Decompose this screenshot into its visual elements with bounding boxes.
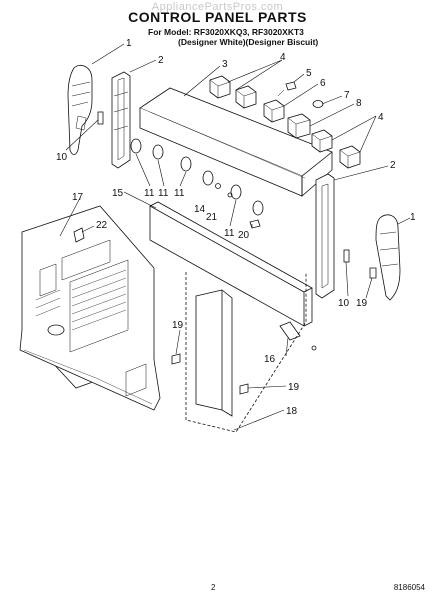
leader-lines [59, 43, 411, 431]
part-16-screw [311, 345, 317, 351]
part-21-spring [227, 192, 233, 198]
part-5-indicator-light [277, 81, 297, 97]
part-22-clip [73, 227, 85, 243]
callout-5: 5 [306, 68, 312, 79]
callout-16: 16 [264, 354, 276, 365]
callout-7: 7 [344, 90, 350, 101]
model-line: For Model: RF3020XKQ3, RF3020XKT3 [148, 27, 304, 37]
callout-11-a: 11 [144, 188, 155, 199]
part-11-knobs [130, 138, 264, 216]
callout-4-upper: 4 [280, 52, 286, 63]
callout-15: 15 [112, 188, 124, 199]
callout-18: 18 [286, 406, 298, 417]
part-4-switch-upper-2 [235, 85, 257, 109]
callout-17: 17 [72, 192, 84, 203]
document-number: 8186054 [393, 583, 425, 592]
diagram-title: CONTROL PANEL PARTS [128, 9, 307, 25]
variant-line: (Designer White)(Designer Biscuit) [178, 37, 319, 47]
part-8-switch [287, 113, 311, 139]
callout-2-right: 2 [390, 160, 396, 171]
callout-19-right: 19 [356, 298, 368, 309]
callout-14: 14 [194, 204, 206, 215]
callout-11-c: 11 [174, 188, 185, 199]
part-4-switch-upper-1 [209, 75, 231, 99]
part-2-side-bracket-right [315, 173, 335, 299]
callout-6: 6 [320, 78, 326, 89]
callout-11-d: 11 [224, 228, 235, 239]
part-2-side-bracket-left [111, 71, 131, 169]
part-15-overlay-panel [149, 201, 313, 327]
part-18-channel [185, 272, 307, 433]
part-19-screw-left [171, 353, 181, 365]
callout-19-mid: 19 [288, 382, 300, 393]
callout-10-left: 10 [56, 152, 68, 163]
part-19-screw-mid [239, 383, 249, 395]
callout-2-left: 2 [158, 55, 164, 66]
callout-21: 21 [206, 212, 218, 223]
part-20-screw [249, 219, 261, 229]
callout-labels: 1 2 3 4 5 6 7 8 4 10 11 11 11 11 14 21 2… [56, 38, 416, 417]
part-19-screw-right [369, 267, 377, 279]
callout-3: 3 [222, 59, 228, 70]
page-number: 2 [211, 583, 216, 592]
callout-1-top: 1 [126, 38, 132, 49]
part-1-end-cap-left [67, 64, 93, 155]
callout-11-b: 11 [158, 188, 169, 199]
part-4-switch-lower-2 [339, 145, 361, 169]
part-4-switch-lower-1 [311, 129, 333, 153]
part-10-clip-left [97, 111, 104, 125]
part-10-clip-right [343, 249, 350, 263]
callout-4-lower: 4 [378, 112, 384, 123]
part-14-clip [215, 183, 221, 189]
callout-8: 8 [356, 98, 362, 109]
part-3-control-panel [139, 87, 333, 197]
part-17-rear-panel [19, 205, 161, 411]
model-info: For Model: RF3020XKQ3, RF3020XKT3 (Desig… [148, 27, 318, 47]
callout-10-right: 10 [338, 298, 350, 309]
callout-1-right: 1 [410, 212, 416, 223]
part-1-end-cap-right [375, 214, 401, 301]
callout-22: 22 [96, 220, 108, 231]
callout-20: 20 [238, 230, 250, 241]
part-16-bracket [279, 321, 301, 341]
part-6-infinite-switch [263, 99, 285, 123]
part-7-ring [312, 100, 324, 108]
callout-19-left: 19 [172, 320, 184, 331]
watermark-text: AppliancePartsPros.com [151, 1, 284, 13]
